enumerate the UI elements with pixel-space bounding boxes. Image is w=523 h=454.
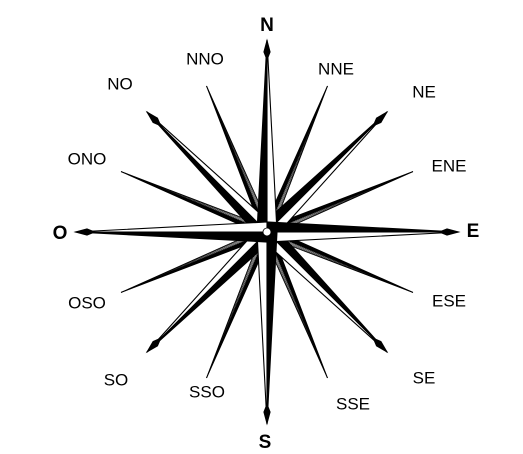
- label-s: S: [259, 432, 272, 453]
- ray-se-tip: [372, 337, 389, 354]
- label-nne: NNE: [318, 59, 354, 78]
- label-ne: NE: [412, 82, 436, 101]
- label-ene: ENE: [432, 156, 467, 175]
- ray-o: [73, 221, 268, 243]
- rose-center-hub: [262, 227, 272, 237]
- label-ono: ONO: [68, 149, 107, 168]
- ray-no-tip: [145, 110, 162, 127]
- label-n: N: [260, 15, 274, 36]
- label-sso: SSO: [189, 382, 225, 401]
- ray-o-light-half: [74, 221, 268, 233]
- label-se: SE: [413, 368, 436, 387]
- label-so: SO: [104, 370, 129, 389]
- ray-n-tip: [263, 38, 271, 62]
- ray-e-tip: [437, 228, 461, 236]
- rose-rays: [73, 38, 461, 426]
- ray-ono: [120, 171, 270, 237]
- label-sse: SSE: [336, 394, 370, 413]
- label-ese: ESE: [432, 291, 466, 310]
- label-nno: NNO: [186, 49, 224, 68]
- rose-labels: N NNE NE ENE E ESE SE SSE S SSO SO OSO O ONO NO NNO: [53, 15, 480, 453]
- ray-o-tip: [73, 228, 97, 236]
- label-e: E: [467, 221, 480, 242]
- label-no: NO: [107, 74, 133, 93]
- ray-ne-tip: [372, 110, 389, 127]
- ray-s: [256, 231, 278, 426]
- ray-e: [266, 221, 461, 243]
- label-oso: OSO: [68, 293, 106, 312]
- ray-s-tip: [263, 402, 271, 426]
- label-o: O: [53, 223, 68, 244]
- ray-so-tip: [145, 337, 162, 354]
